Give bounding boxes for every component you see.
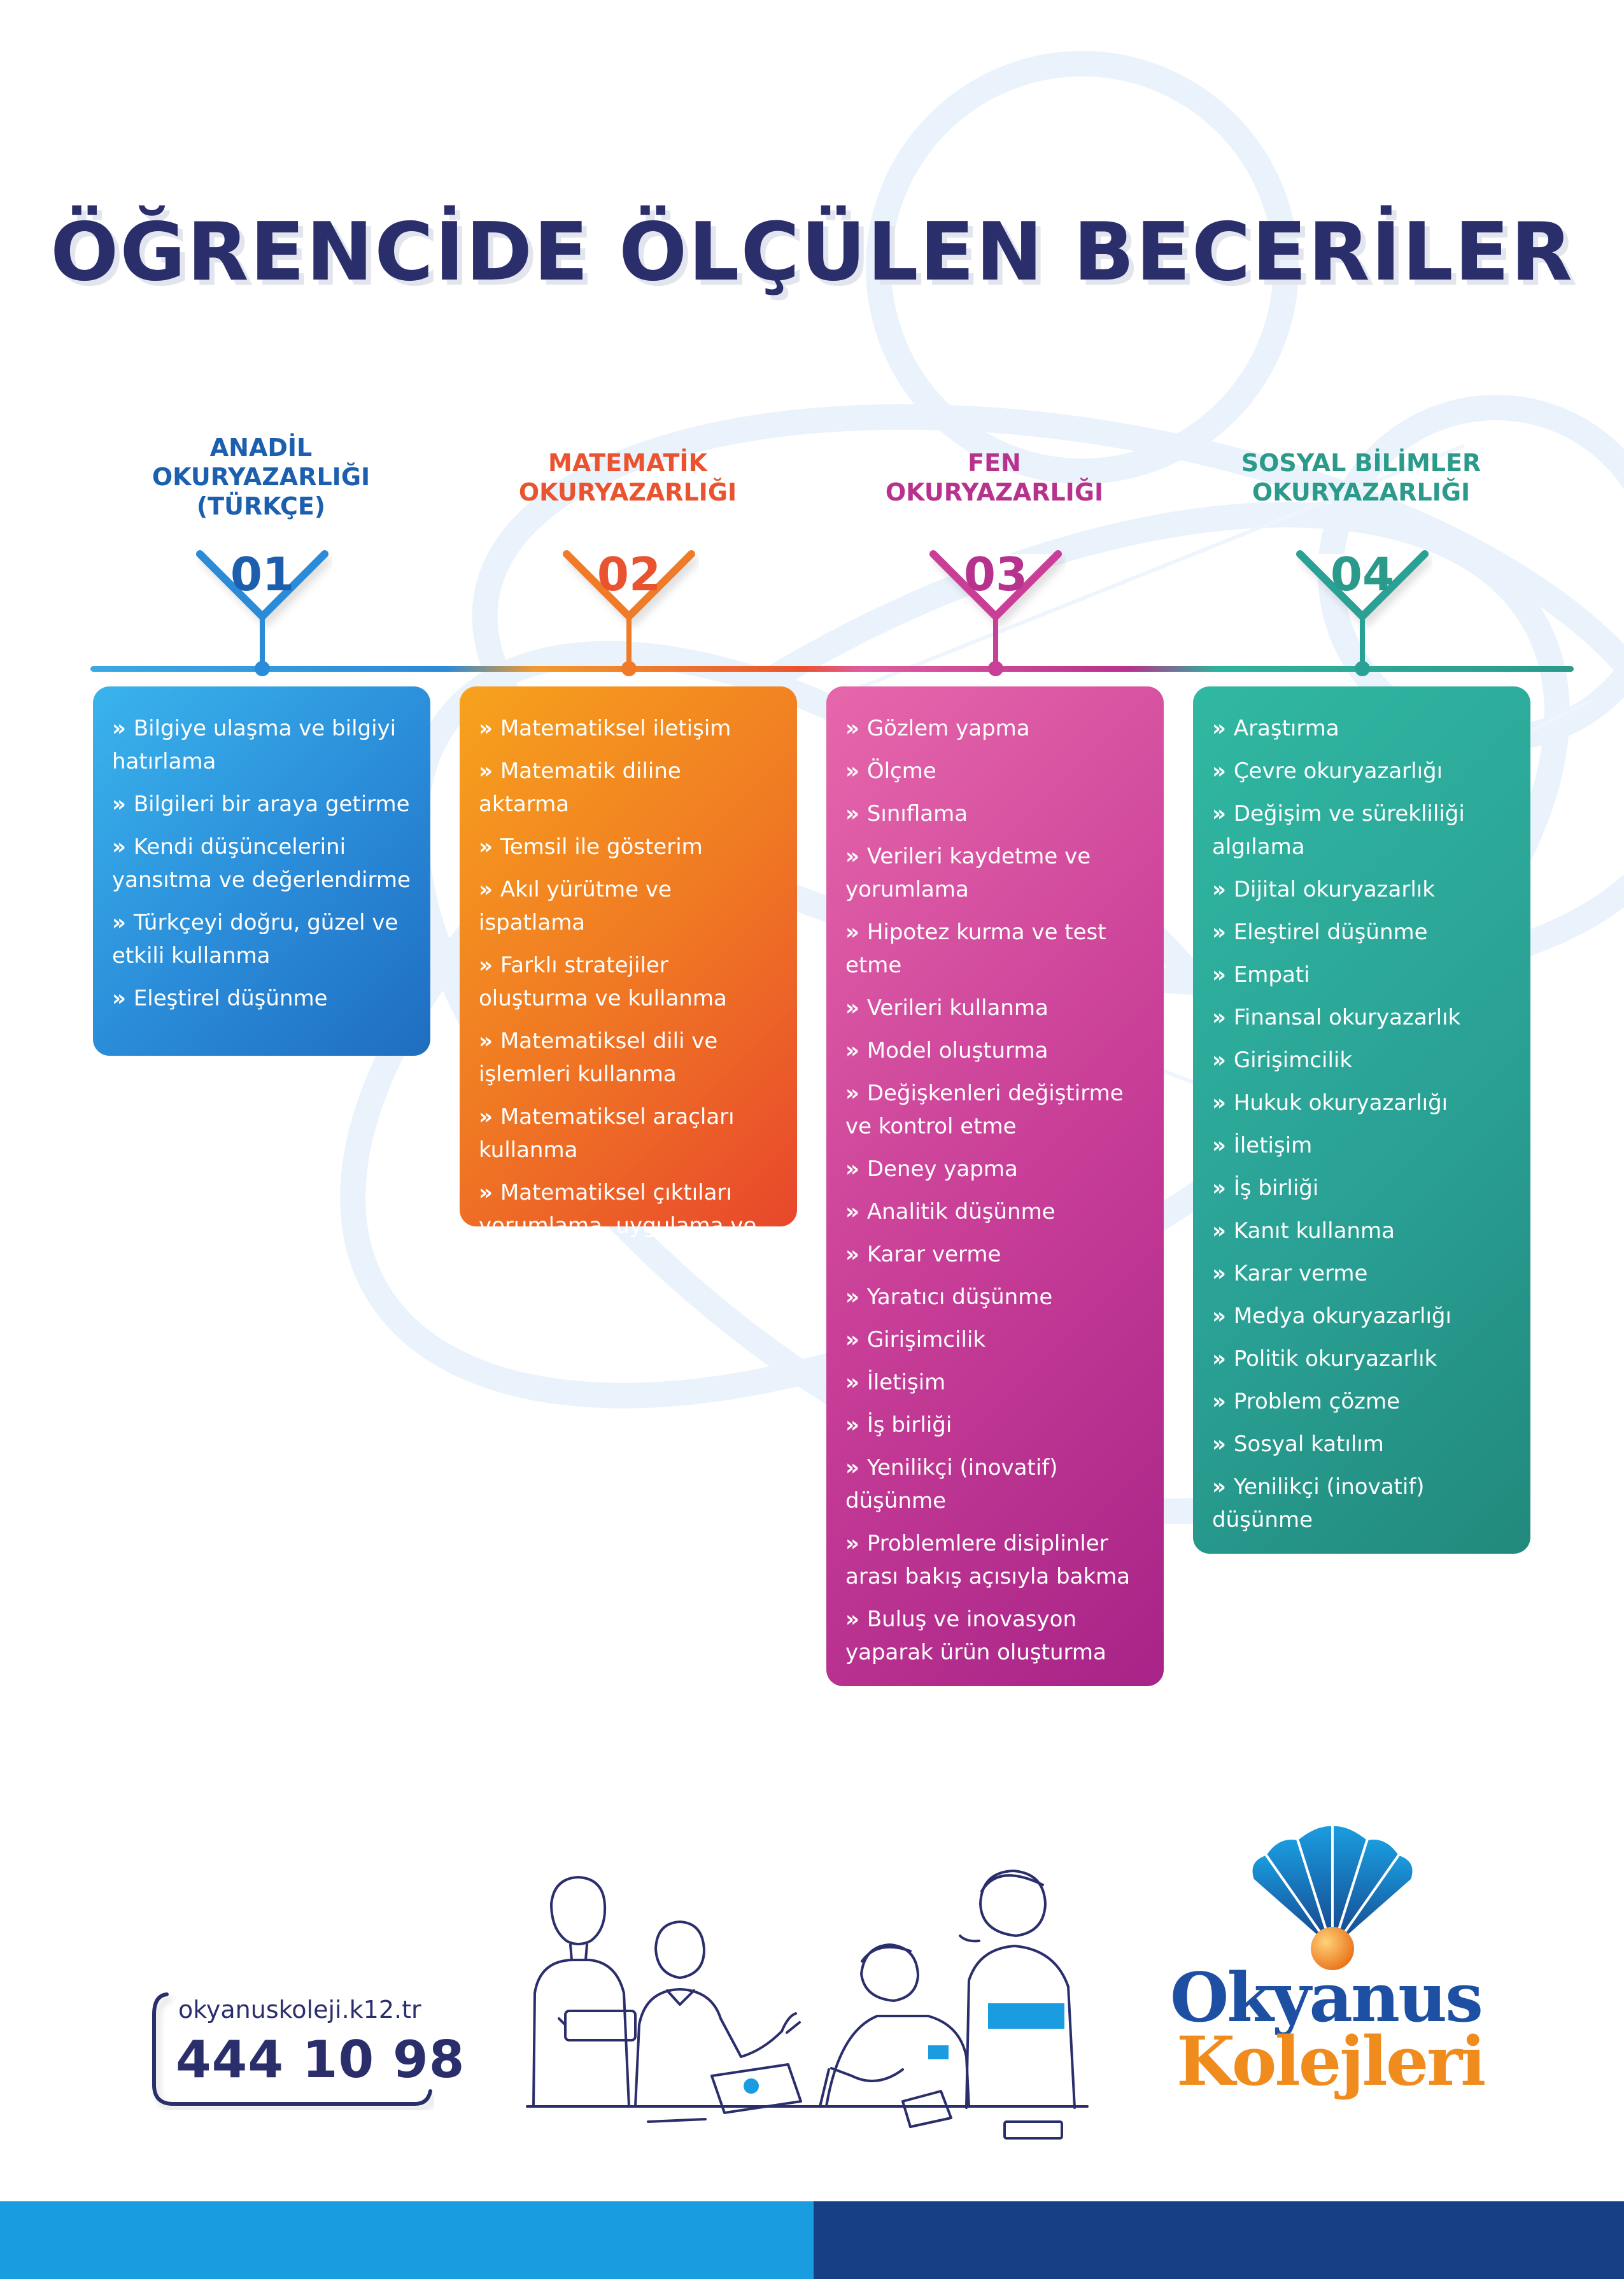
pin-shape-icon: [196, 550, 328, 676]
column-title-sosyal: SOSYAL BİLİMLER OKURYAZARLIĞI: [1196, 448, 1527, 507]
skill-item: Dijital okuryazarlık: [1212, 873, 1511, 906]
skill-item: Deney yapma: [845, 1153, 1145, 1186]
skill-item: Verileri kaydetme ve yorumlama: [845, 840, 1145, 906]
column-title-line: OKURYAZARLIĞI: [152, 463, 371, 491]
skill-item: Yenilikçi (inovatif) düşünme: [1212, 1470, 1511, 1537]
students-studying-illustration: [526, 1870, 1089, 2140]
column-title-line: FEN: [968, 449, 1021, 477]
footer-bar-right: [814, 2201, 1624, 2279]
skill-item: Hipotez kurma ve test etme: [845, 916, 1145, 982]
seashell-pearl-logo: [1250, 1823, 1415, 1970]
column-title-line: OKURYAZARLIĞI: [518, 478, 737, 506]
skill-list: Gözlem yapma Ölçme Sınıflama Verileri ka…: [845, 712, 1145, 1669]
column-title-turkce: ANADİL OKURYAZARLIĞI (TÜRKÇE): [95, 433, 427, 521]
brand-name-line1: Okyanus: [1170, 1957, 1483, 2037]
pin-number: 02: [597, 548, 661, 601]
skill-item: Girişimcilik: [1212, 1044, 1511, 1077]
number-pin-03: 03: [926, 521, 1066, 680]
skill-item: Matematiksel çıktıları yorumlama, uygula…: [479, 1176, 778, 1275]
skill-item: Yaratıcı düşünme: [845, 1281, 1145, 1314]
skill-item: Buluş ve inovasyon yaparak ürün oluşturm…: [845, 1603, 1145, 1669]
skill-item: Analitik düşünme: [845, 1195, 1145, 1228]
skill-card-fen: Gözlem yapma Ölçme Sınıflama Verileri ka…: [826, 686, 1164, 1686]
column-title-line: (TÜRKÇE): [196, 492, 326, 520]
skill-item: İletişim: [845, 1366, 1145, 1399]
number-pin-04: 04: [1292, 521, 1432, 680]
skill-card-matematik: Matematiksel iletişim Matematik diline a…: [460, 686, 797, 1272]
skill-item: Finansal okuryazarlık: [1212, 1001, 1511, 1034]
phone-number[interactable]: 444 10 98: [176, 2030, 465, 2089]
skill-item: Eleştirel düşünme: [1212, 916, 1511, 949]
pin-number: 04: [1330, 548, 1395, 601]
skill-list: Matematiksel iletişim Matematik diline a…: [479, 712, 778, 1275]
skill-item: Sınıflama: [845, 797, 1145, 830]
skill-item: Matematiksel dili ve işlemleri kullanma: [479, 1025, 778, 1091]
column-title-line: OKURYAZARLIĞI: [1252, 478, 1471, 506]
skill-item: Girişimcilik: [845, 1323, 1145, 1356]
skill-item: Karar verme: [845, 1238, 1145, 1271]
skill-item: İş birliği: [1212, 1172, 1511, 1205]
brand-name-line2: Kolejleri: [1176, 2021, 1486, 2101]
number-pin-02: 02: [559, 521, 699, 680]
column-title-line: OKURYAZARLIĞI: [885, 478, 1104, 506]
skill-item: Matematiksel araçları kullanma: [479, 1100, 778, 1167]
skill-item: Temsil ile gösterim: [479, 830, 778, 863]
website-link[interactable]: okyanuskoleji.k12.tr: [178, 1996, 421, 2024]
column-title-line: MATEMATİK: [548, 449, 707, 477]
pin-shape-icon: [1296, 550, 1429, 676]
skill-item: Gözlem yapma: [845, 712, 1145, 745]
skill-item: Araştırma: [1212, 712, 1511, 745]
skill-list: Araştırma Çevre okuryazarlığı Değişim ve…: [1212, 712, 1511, 1537]
column-title-line: SOSYAL BİLİMLER: [1241, 449, 1481, 477]
skill-item: Değişkenleri değiştirme ve kontrol etme: [845, 1077, 1145, 1143]
skill-card-turkce: Bilgiye ulaşma ve bilgiyi hatırlama Bilg…: [93, 686, 430, 1056]
pin-shape-icon: [929, 550, 1062, 676]
skill-item: Problem çözme: [1212, 1385, 1511, 1418]
skill-item: Matematik diline aktarma: [479, 755, 778, 821]
skill-item: Medya okuryazarlığı: [1212, 1300, 1511, 1333]
pin-shape-icon: [563, 550, 695, 676]
skill-item: Çevre okuryazarlığı: [1212, 755, 1511, 788]
page-title: ÖĞRENCİDE ÖLÇÜLEN BECERİLER: [50, 205, 1574, 299]
skill-item: Kendi düşüncelerini yansıtma ve değerlen…: [112, 830, 411, 897]
skill-item: Kanıt kullanma: [1212, 1214, 1511, 1247]
skill-item: İş birliği: [845, 1409, 1145, 1442]
skill-item: Ölçme: [845, 755, 1145, 788]
skill-item: Farklı stratejiler oluşturma ve kullanma: [479, 949, 778, 1015]
skill-item: Problemlere disiplinler arası bakış açıs…: [845, 1527, 1145, 1593]
skill-item: Eleştirel düşünme: [112, 982, 411, 1015]
pin-number: 03: [963, 548, 1028, 601]
skill-item: Bilgileri bir araya getirme: [112, 788, 411, 821]
skill-item: Hukuk okuryazarlığı: [1212, 1086, 1511, 1119]
skill-item: İletişim: [1212, 1129, 1511, 1162]
skill-item: Model oluşturma: [845, 1034, 1145, 1067]
skill-item: Değişim ve sürekliliği algılama: [1212, 797, 1511, 863]
column-title-fen: FEN OKURYAZARLIĞI: [829, 448, 1160, 507]
skill-list: Bilgiye ulaşma ve bilgiyi hatırlama Bilg…: [112, 712, 411, 1015]
column-title-line: ANADİL: [209, 434, 313, 462]
skill-card-sosyal: Araştırma Çevre okuryazarlığı Değişim ve…: [1193, 686, 1530, 1554]
skill-item: Verileri kullanma: [845, 991, 1145, 1025]
contact-frame: [152, 1992, 432, 2106]
skill-item: Bilgiye ulaşma ve bilgiyi hatırlama: [112, 712, 411, 778]
footer-bar-left: [0, 2201, 814, 2279]
number-pin-01: 01: [192, 521, 332, 680]
column-title-matematik: MATEMATİK OKURYAZARLIĞI: [462, 448, 793, 507]
skill-item: Matematiksel iletişim: [479, 712, 778, 745]
skill-item: Empati: [1212, 958, 1511, 991]
pin-number: 01: [230, 548, 295, 601]
skill-item: Politik okuryazarlık: [1212, 1342, 1511, 1375]
skill-item: Karar verme: [1212, 1257, 1511, 1290]
timeline-line: [90, 666, 1574, 672]
skill-item: Türkçeyi doğru, güzel ve etkili kullanma: [112, 906, 411, 972]
skill-item: Sosyal katılım: [1212, 1428, 1511, 1461]
skill-item: Yenilikçi (inovatif) düşünme: [845, 1451, 1145, 1517]
skill-item: Akıl yürütme ve ispatlama: [479, 873, 778, 939]
